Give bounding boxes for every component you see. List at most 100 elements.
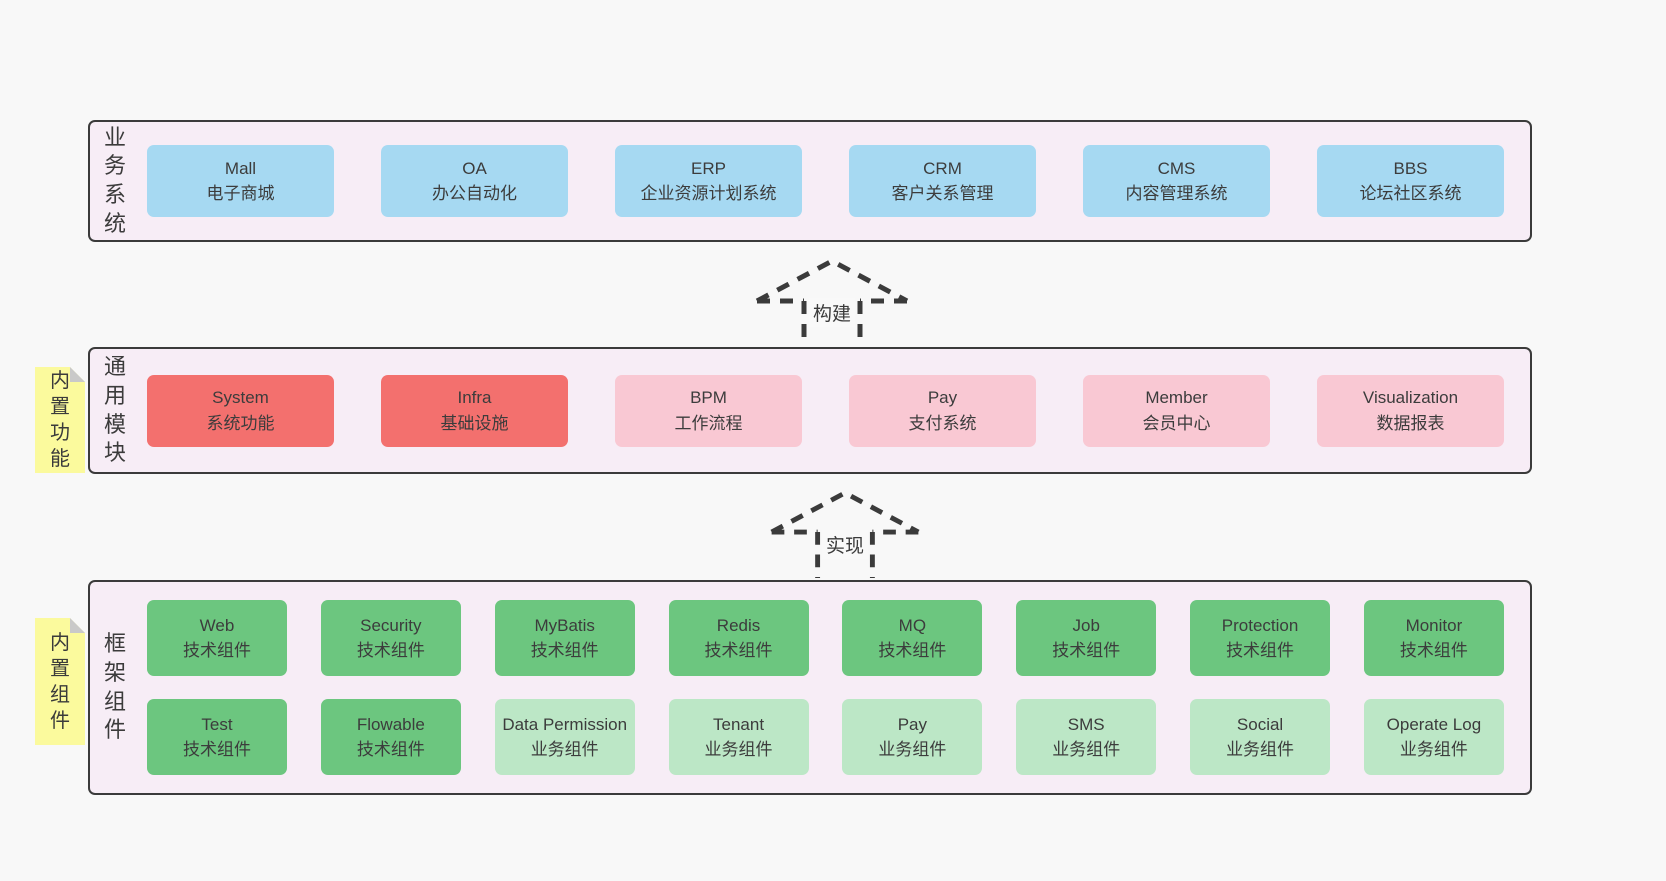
- box-subtitle: 技术组件: [183, 641, 251, 660]
- box-oa: OA 办公自动化: [381, 145, 568, 217]
- box-title: CRM: [923, 158, 962, 178]
- build-arrow: 构建: [752, 256, 912, 348]
- box-mq: MQ 技术组件: [842, 600, 983, 676]
- box-title: Infra: [457, 388, 492, 407]
- box-subtitle: 基础设施: [440, 413, 509, 433]
- box-title: CMS: [1157, 158, 1196, 178]
- business-boxes-row: Mall 电子商城 OA 办公自动化 ERP 企业资源计划系统 CRM 客户关系…: [131, 122, 1530, 240]
- dashed-up-arrow-icon: [770, 490, 920, 578]
- box-subtitle: 技术组件: [1052, 641, 1121, 660]
- panel-business-label: 业务系统: [103, 124, 126, 236]
- box-bbs: BBS 论坛社区系统: [1317, 145, 1504, 217]
- panel-common-modules: 通用模块 System 系统功能 Infra 基础设施 BPM 工作流程 Pay…: [88, 347, 1532, 474]
- box-mybatis: MyBatis 技术组件: [494, 600, 635, 676]
- modules-boxes-row: System 系统功能 Infra 基础设施 BPM 工作流程 Pay 支付系统…: [131, 349, 1530, 472]
- box-data-permission: Data Permission 业务组件: [494, 699, 635, 775]
- box-cms: CMS 内容管理系统: [1083, 145, 1270, 217]
- box-title: MQ: [898, 615, 927, 635]
- box-title: Operate Log: [1386, 714, 1482, 734]
- box-job: Job 技术组件: [1016, 600, 1157, 676]
- box-subtitle: 业务组件: [1399, 740, 1468, 759]
- box-member: Member 会员中心: [1083, 374, 1270, 447]
- box-title: Protection: [1221, 615, 1299, 635]
- box-title: Pay: [897, 714, 928, 734]
- box-subtitle: 技术组件: [878, 641, 947, 660]
- box-subtitle: 业务组件: [530, 740, 599, 759]
- box-title: Redis: [716, 615, 761, 635]
- box-subtitle: 工作流程: [674, 413, 743, 433]
- box-title: Data Permission: [502, 714, 628, 734]
- dashed-up-arrow-icon: [755, 258, 909, 348]
- box-subtitle: 技术组件: [1226, 641, 1295, 660]
- box-protection: Protection 技术组件: [1190, 600, 1331, 676]
- box-subtitle: 技术组件: [704, 641, 773, 660]
- box-erp: ERP 企业资源计划系统: [615, 145, 802, 217]
- box-visualization: Visualization 数据报表: [1317, 374, 1504, 447]
- box-test: Test 技术组件: [147, 699, 287, 775]
- box-subtitle: 技术组件: [356, 641, 425, 660]
- sticky-note-fold-icon: [70, 367, 85, 382]
- box-subtitle: 业务组件: [704, 740, 773, 759]
- box-subtitle: 业务组件: [1226, 740, 1295, 759]
- box-subtitle: 支付系统: [908, 413, 977, 433]
- box-redis: Redis 技术组件: [668, 600, 809, 676]
- box-title: Member: [1145, 388, 1208, 407]
- box-mall: Mall 电子商城: [147, 145, 334, 217]
- sticky-note-paper: [35, 618, 85, 745]
- box-subtitle: 系统功能: [206, 413, 275, 433]
- box-web: Web 技术组件: [147, 600, 287, 676]
- box-title: BBS: [1393, 158, 1428, 178]
- box-subtitle: 内容管理系统: [1125, 184, 1228, 203]
- builtin-components-note: 内置组件: [35, 618, 85, 745]
- box-monitor: Monitor 技术组件: [1363, 600, 1504, 676]
- box-subtitle: 技术组件: [1399, 641, 1468, 660]
- box-social: Social 业务组件: [1190, 699, 1331, 775]
- box-system: System 系统功能: [147, 374, 334, 447]
- builtin-components-note-text: 内置组件: [50, 631, 70, 732]
- box-infra: Infra 基础设施: [381, 374, 568, 447]
- box-title: SMS: [1067, 714, 1105, 734]
- box-subtitle: 办公自动化: [432, 184, 517, 203]
- build-arrow-label: 构建: [808, 298, 856, 327]
- box-subtitle: 论坛社区系统: [1359, 184, 1462, 203]
- box-subtitle: 技术组件: [530, 641, 599, 660]
- framework-row-1: Web 技术组件 Security 技术组件 MyBatis 技术组件 Redi…: [147, 600, 1504, 676]
- box-pay-module: Pay 支付系统: [849, 374, 1036, 447]
- panel-framework-label: 框架组件: [103, 631, 126, 743]
- framework-rows: Web 技术组件 Security 技术组件 MyBatis 技术组件 Redi…: [131, 582, 1530, 793]
- box-subtitle: 企业资源计划系统: [640, 184, 777, 203]
- box-subtitle: 会员中心: [1142, 413, 1211, 433]
- box-subtitle: 客户关系管理: [891, 184, 994, 203]
- box-subtitle: 数据报表: [1376, 413, 1445, 433]
- implement-arrow-label: 实现: [821, 530, 869, 559]
- box-title: OA: [462, 158, 487, 178]
- box-subtitle: 技术组件: [183, 740, 251, 759]
- builtin-functions-note: 内置功能: [35, 367, 85, 473]
- panel-framework-components: 框架组件 Web 技术组件 Security 技术组件 MyBatis 技术组件…: [88, 580, 1532, 795]
- box-subtitle: 业务组件: [1052, 740, 1121, 759]
- box-bpm: BPM 工作流程: [615, 374, 802, 447]
- box-tenant: Tenant 业务组件: [668, 699, 809, 775]
- box-crm: CRM 客户关系管理: [849, 145, 1036, 217]
- builtin-functions-note-text: 内置功能: [50, 370, 70, 470]
- box-title: Social: [1236, 714, 1284, 734]
- box-security: Security 技术组件: [320, 600, 461, 676]
- sticky-note-paper: [35, 367, 85, 473]
- implement-arrow: 实现: [765, 488, 925, 578]
- box-subtitle: 技术组件: [356, 740, 425, 759]
- box-title: Mall: [224, 158, 257, 178]
- box-pay-component: Pay 业务组件: [842, 699, 983, 775]
- box-title: Flowable: [356, 714, 425, 734]
- box-operate-log: Operate Log 业务组件: [1363, 699, 1504, 775]
- box-sms: SMS 业务组件: [1016, 699, 1157, 775]
- box-title: Tenant: [713, 714, 765, 734]
- box-title: Job: [1072, 615, 1100, 635]
- box-title: System: [212, 388, 269, 407]
- panel-business-systems: 业务系统 Mall 电子商城 OA 办公自动化 ERP 企业资源计划系统 CRM…: [88, 120, 1532, 242]
- box-subtitle: 电子商城: [206, 184, 275, 203]
- box-flowable: Flowable 技术组件: [320, 699, 461, 775]
- box-title: Test: [201, 714, 233, 734]
- box-title: Visualization: [1362, 388, 1459, 407]
- box-title: ERP: [691, 158, 726, 178]
